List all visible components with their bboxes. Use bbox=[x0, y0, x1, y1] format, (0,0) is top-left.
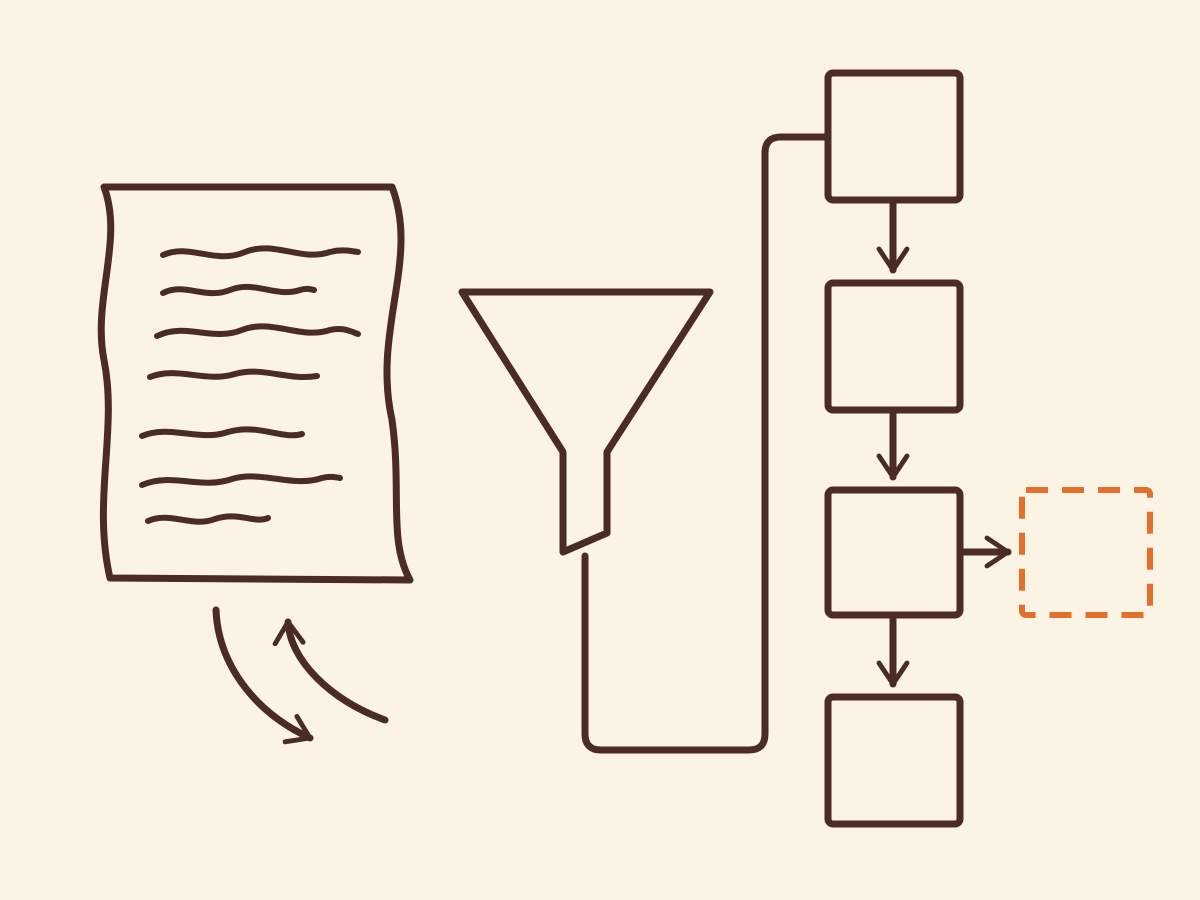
branch-step-placeholder bbox=[1019, 487, 1153, 618]
funnel-body bbox=[458, 288, 714, 556]
document-text-line bbox=[160, 245, 361, 260]
document-text-line bbox=[139, 426, 305, 439]
document-text-line bbox=[139, 473, 343, 488]
pipeline-steps bbox=[824, 69, 1012, 828]
funnel-icon bbox=[458, 288, 714, 556]
document-page bbox=[97, 183, 414, 584]
document-text-line bbox=[145, 513, 271, 525]
document-text-line bbox=[147, 368, 320, 380]
cycle-arrows-icon bbox=[212, 606, 389, 745]
document-icon bbox=[97, 183, 414, 584]
pipeline-step-4 bbox=[824, 693, 964, 828]
document-text-line bbox=[160, 283, 317, 297]
cycle-arrow-up bbox=[272, 618, 389, 724]
cycle-arrow-down bbox=[212, 606, 314, 745]
document-text-line bbox=[154, 323, 361, 339]
pipe-connector bbox=[581, 133, 832, 754]
